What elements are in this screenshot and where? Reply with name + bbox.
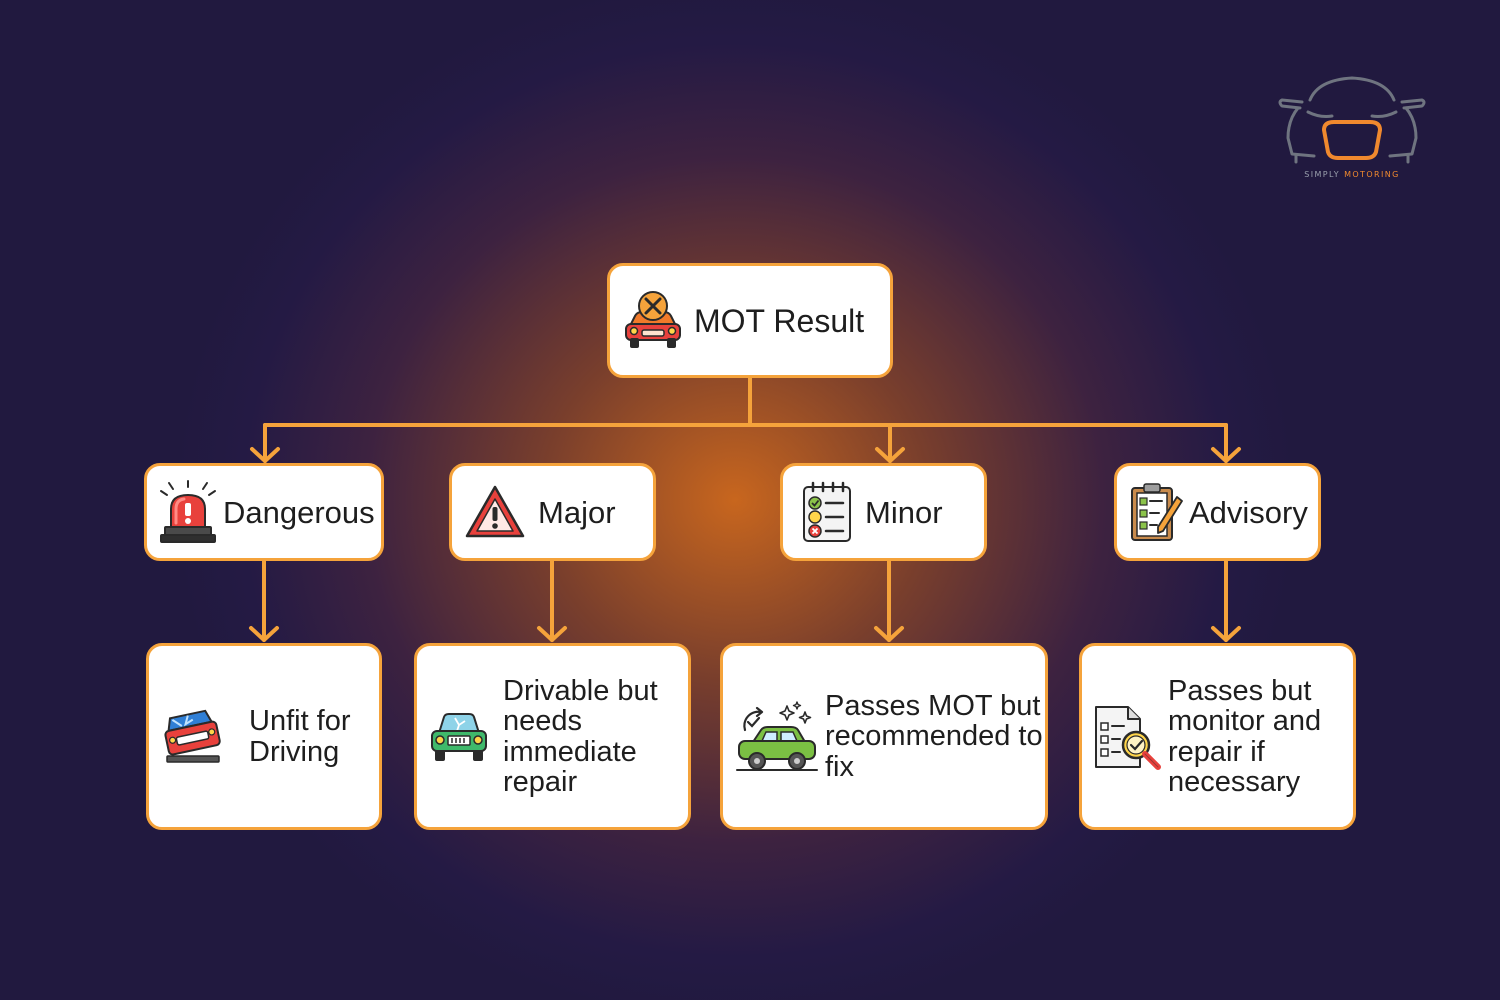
dangerous-label: Dangerous: [223, 494, 375, 530]
sparkling-car-icon: [736, 700, 818, 771]
minor-label: Minor: [865, 494, 943, 530]
cracked-windshield-car-icon: [431, 712, 487, 761]
brand-logo: SIMPLY MOTORING: [1262, 72, 1442, 182]
logo-text: SIMPLY MOTORING: [1262, 170, 1442, 179]
major-label: Major: [538, 494, 616, 530]
car-repair-icon: [625, 290, 681, 348]
arrowhead-outcome-dangerous: [249, 626, 279, 642]
minor-outcome-node: Passes MOT but recommended to fix: [720, 643, 1048, 830]
arrowhead-outcome-minor: [874, 626, 904, 642]
advisory-outcome-node: Passes but monitor and repair if necessa…: [1079, 643, 1356, 830]
major-outcome-label: Drivable but needs immediate repair: [503, 675, 658, 798]
arrowhead-dangerous: [250, 447, 280, 463]
warning-triangle-icon: [465, 485, 525, 538]
crashed-car-icon: [164, 709, 221, 763]
clipboard-pencil-icon: [1131, 483, 1183, 541]
major-outcome-node: Drivable but needs immediate repair: [414, 643, 691, 830]
advisory-node: Advisory: [1114, 463, 1321, 561]
arrowhead-outcome-major: [537, 626, 567, 642]
dangerous-node: Dangerous: [144, 463, 384, 561]
siren-icon: [160, 480, 216, 543]
arrowhead-advisory: [1211, 447, 1241, 463]
car-front-logo-icon: [1278, 76, 1426, 164]
minor-outcome-label: Passes MOT but recommended to fix: [825, 690, 1043, 783]
dangerous-outcome-node: Unfit for Driving: [146, 643, 382, 830]
advisory-outcome-label: Passes but monitor and repair if necessa…: [1168, 675, 1322, 798]
arrowhead-minor: [875, 447, 905, 463]
logo-text-motoring: MOTORING: [1344, 170, 1400, 179]
advisory-label: Advisory: [1189, 494, 1308, 530]
logo-text-simply: SIMPLY: [1304, 170, 1341, 179]
minor-node: Minor: [780, 463, 987, 561]
document-magnifier-icon: [1095, 705, 1161, 770]
dangerous-outcome-label: Unfit for Driving: [249, 705, 351, 768]
root-label: MOT Result: [694, 302, 865, 339]
checklist-icon: [803, 481, 851, 542]
major-node: Major: [449, 463, 656, 561]
arrowhead-outcome-advisory: [1211, 626, 1241, 642]
mot-result-node: MOT Result: [607, 263, 893, 378]
